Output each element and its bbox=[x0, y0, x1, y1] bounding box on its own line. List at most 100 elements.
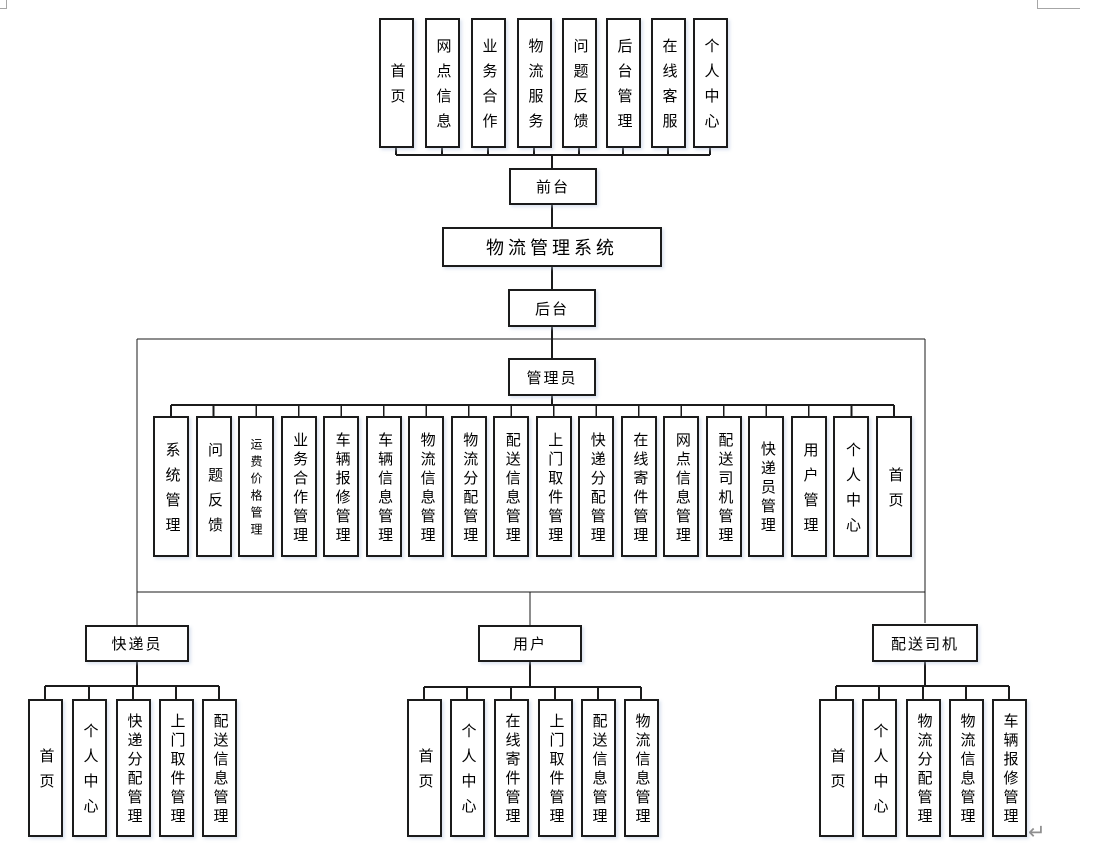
user-child-node: 在线寄件管理 bbox=[493, 699, 529, 837]
user-child-node: 个人中心 bbox=[449, 699, 485, 837]
node-label: 问题反馈 bbox=[206, 441, 223, 542]
admin-child-node: 在线寄件管理 bbox=[620, 416, 657, 557]
node-front: 前台 bbox=[509, 168, 597, 205]
node-label: 前台 bbox=[535, 180, 570, 196]
front-child-node: 个人中心 bbox=[692, 18, 728, 148]
admin-child-node: 业务合作管理 bbox=[280, 416, 317, 557]
node-label: 物流服务 bbox=[526, 38, 543, 138]
node-courier: 快递员 bbox=[85, 625, 189, 662]
node-admin: 管理员 bbox=[508, 358, 596, 396]
admin-child-node: 车辆信息管理 bbox=[365, 416, 402, 557]
driver-child-node: 首页 bbox=[818, 699, 854, 837]
node-label: 首页 bbox=[828, 748, 845, 798]
node-label: 配送信息管理 bbox=[590, 713, 607, 827]
admin-child-node: 配送司机管理 bbox=[705, 416, 742, 557]
node-label: 首页 bbox=[886, 466, 903, 517]
admin-child-node: 个人中心 bbox=[833, 416, 870, 557]
front-child-node: 业务合作 bbox=[470, 18, 506, 148]
node-label: 物流管理系统 bbox=[486, 238, 618, 258]
node-label: 首页 bbox=[416, 748, 433, 798]
node-label: 运费价格管理 bbox=[249, 438, 264, 540]
courier-child-node: 上门取件管理 bbox=[158, 699, 194, 837]
node-label: 业务合作 bbox=[480, 38, 497, 138]
node-label: 快递员管理 bbox=[758, 441, 775, 536]
text-boundary-mark-top-left bbox=[0, 0, 7, 9]
node-label: 首页 bbox=[388, 63, 405, 113]
node-label: 上门取件管理 bbox=[547, 713, 564, 827]
node-label: 车辆报修管理 bbox=[333, 431, 350, 546]
driver-child-node: 物流信息管理 bbox=[948, 699, 984, 837]
node-label: 个人中心 bbox=[459, 723, 476, 823]
node-label: 网点信息管理 bbox=[673, 431, 690, 546]
node-label: 网点信息 bbox=[434, 38, 451, 138]
node-label: 系统管理 bbox=[163, 441, 180, 542]
admin-child-node: 快递分配管理 bbox=[578, 416, 615, 557]
node-label: 物流信息管理 bbox=[633, 713, 650, 827]
admin-child-node: 运费价格管理 bbox=[238, 416, 275, 557]
admin-child-node: 系统管理 bbox=[153, 416, 189, 557]
node-label: 业务合作管理 bbox=[291, 431, 308, 546]
node-label: 在线寄件管理 bbox=[631, 431, 648, 546]
front-child-node: 后台管理 bbox=[605, 18, 641, 148]
node-label: 物流信息管理 bbox=[958, 713, 975, 827]
node-label: 物流分配管理 bbox=[461, 431, 478, 546]
node-label: 配送信息管理 bbox=[503, 431, 520, 546]
admin-child-node: 配送信息管理 bbox=[493, 416, 530, 557]
node-label: 问题反馈 bbox=[571, 38, 588, 138]
node-driver: 配送司机 bbox=[872, 624, 978, 662]
node-label: 后台管理 bbox=[615, 38, 632, 138]
admin-child-node: 首页 bbox=[876, 416, 912, 557]
node-label: 快递分配管理 bbox=[588, 431, 605, 546]
front-child-node: 物流服务 bbox=[516, 18, 552, 148]
paragraph-return-mark: ↵ bbox=[1028, 820, 1046, 844]
node-label: 用户 bbox=[512, 637, 547, 653]
node-label: 车辆信息管理 bbox=[376, 431, 393, 546]
user-child-node: 上门取件管理 bbox=[537, 699, 573, 837]
node-label: 管理员 bbox=[526, 370, 578, 387]
admin-child-node: 物流信息管理 bbox=[408, 416, 445, 557]
front-child-node: 在线客服 bbox=[650, 18, 686, 148]
front-child-node: 首页 bbox=[378, 18, 414, 148]
node-label: 快递分配管理 bbox=[125, 713, 142, 827]
node-label: 配送司机 bbox=[890, 636, 959, 653]
node-back: 后台 bbox=[508, 289, 596, 327]
node-label: 上门取件管理 bbox=[168, 713, 185, 827]
admin-child-node: 物流分配管理 bbox=[450, 416, 487, 557]
front-child-node: 网点信息 bbox=[424, 18, 460, 148]
node-label: 物流分配管理 bbox=[915, 713, 932, 827]
text-boundary-mark-top-right bbox=[1037, 0, 1080, 9]
admin-child-node: 网点信息管理 bbox=[663, 416, 700, 557]
node-label: 在线客服 bbox=[660, 38, 677, 138]
node-label: 个人中心 bbox=[81, 723, 98, 823]
admin-child-node: 用户管理 bbox=[790, 416, 827, 557]
driver-child-node: 车辆报修管理 bbox=[991, 699, 1027, 837]
admin-child-node: 快递员管理 bbox=[748, 416, 785, 557]
node-label: 在线寄件管理 bbox=[503, 713, 520, 827]
user-child-node: 配送信息管理 bbox=[580, 699, 616, 837]
node-root: 物流管理系统 bbox=[442, 227, 662, 267]
driver-child-node: 个人中心 bbox=[861, 699, 897, 837]
admin-child-node: 车辆报修管理 bbox=[323, 416, 360, 557]
front-child-node: 问题反馈 bbox=[561, 18, 597, 148]
user-child-node: 物流信息管理 bbox=[623, 699, 659, 837]
node-user: 用户 bbox=[478, 625, 582, 662]
node-label: 上门取件管理 bbox=[546, 431, 563, 546]
node-label: 车辆报修管理 bbox=[1001, 713, 1018, 827]
node-label: 配送司机管理 bbox=[716, 431, 733, 546]
courier-child-node: 首页 bbox=[27, 699, 63, 837]
admin-child-node: 上门取件管理 bbox=[535, 416, 572, 557]
node-label: 快递员 bbox=[111, 637, 163, 653]
node-label: 配送信息管理 bbox=[211, 713, 228, 827]
courier-child-node: 配送信息管理 bbox=[201, 699, 237, 837]
node-label: 个人中心 bbox=[702, 38, 719, 138]
admin-child-node: 问题反馈 bbox=[195, 416, 232, 557]
node-label: 物流信息管理 bbox=[418, 431, 435, 546]
node-label: 后台 bbox=[534, 301, 569, 318]
node-label: 个人中心 bbox=[843, 441, 860, 542]
user-child-node: 首页 bbox=[406, 699, 442, 837]
courier-child-node: 快递分配管理 bbox=[115, 699, 151, 837]
node-label: 首页 bbox=[37, 748, 54, 798]
node-label: 用户管理 bbox=[801, 441, 818, 542]
